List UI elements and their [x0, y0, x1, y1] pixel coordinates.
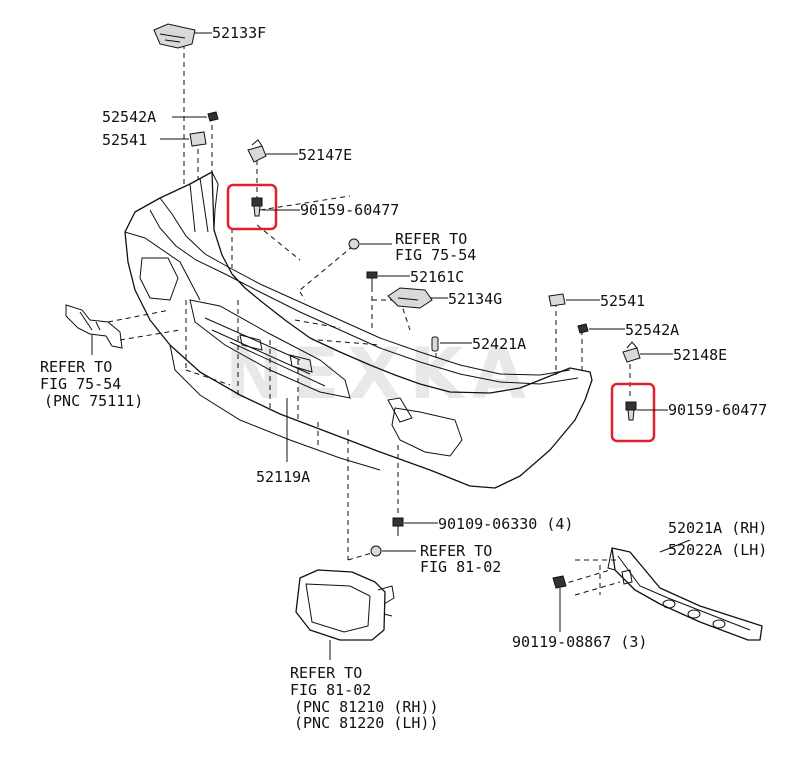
part-52147E-retainer[interactable] [247, 139, 267, 163]
part-fog-lamp[interactable] [295, 569, 395, 641]
part-refer-7554-top-nut[interactable] [348, 238, 360, 250]
part-52541-top[interactable] [189, 131, 207, 147]
label-52148E: 52148E [673, 346, 727, 364]
part-52542A-right[interactable] [577, 323, 589, 334]
part-refer-8102-mid-nut[interactable] [370, 545, 382, 557]
label-refer-8102-bot-1: REFER TO [290, 664, 362, 682]
part-52134G-bracket[interactable] [387, 287, 433, 309]
label-52147E: 52147E [298, 146, 352, 164]
label-52541-right: 52541 [600, 292, 645, 310]
label-52161C: 52161C [410, 268, 464, 286]
label-52022A: 52022A (LH) [668, 541, 767, 559]
label-90109: 90109-06330 (4) [438, 515, 573, 533]
highlight-box-left [226, 183, 278, 231]
part-90119-08867-bolt[interactable] [552, 575, 567, 596]
label-90119: 90119-08867 (3) [512, 633, 647, 651]
part-52541-right[interactable] [548, 293, 566, 307]
label-refer-7554-top-2: FIG 75-54 [395, 246, 476, 264]
label-90159-left: 90159-60477 [300, 201, 399, 219]
label-52421A: 52421A [472, 335, 526, 353]
label-refer-8102-mid-2: FIG 81-02 [420, 558, 501, 576]
part-52421A-pad[interactable] [431, 336, 439, 352]
label-refer-7554-left-1: REFER TO [40, 358, 112, 376]
label-52542A-top: 52542A [102, 108, 156, 126]
part-90109-06330-bolt[interactable] [392, 517, 404, 536]
part-52148E-retainer[interactable] [622, 341, 641, 363]
label-refer-8102-mid-1: REFER TO [420, 542, 492, 560]
label-refer-7554-top-1: REFER TO [395, 230, 467, 248]
bumper-cover[interactable] [124, 171, 593, 489]
label-90159-right: 90159-60477 [668, 401, 767, 419]
label-refer-8102-bot-2: FIG 81-02 [290, 681, 371, 699]
part-52021A-52022A-bracket[interactable] [607, 547, 763, 641]
label-refer-7554-left-3: (PNC 75111) [44, 392, 143, 410]
watermark: NEXKA [225, 333, 534, 415]
label-refer-8102-bot-3: (PNC 81210 (RH)) [294, 698, 439, 716]
part-90159-60477-right-clip[interactable] [625, 401, 637, 421]
highlight-box-right [610, 382, 656, 443]
label-refer-8102-bot-4: (PNC 81220 (LH)) [294, 714, 439, 732]
part-52542A-top[interactable] [207, 111, 219, 122]
label-52541-top: 52541 [102, 131, 147, 149]
part-52133F-bracket[interactable] [153, 23, 196, 49]
label-52542A-right: 52542A [625, 321, 679, 339]
label-52134G: 52134G [448, 290, 502, 308]
label-refer-7554-left-2: FIG 75-54 [40, 375, 121, 393]
label-52119A: 52119A [256, 468, 310, 486]
label-52133F: 52133F [212, 24, 266, 42]
part-left-side-bracket[interactable] [65, 304, 123, 349]
assembly-lines [107, 44, 631, 596]
label-52021A: 52021A (RH) [668, 519, 767, 537]
part-52161C-screw[interactable] [366, 271, 378, 292]
part-90159-60477-left-clip[interactable] [251, 197, 263, 217]
